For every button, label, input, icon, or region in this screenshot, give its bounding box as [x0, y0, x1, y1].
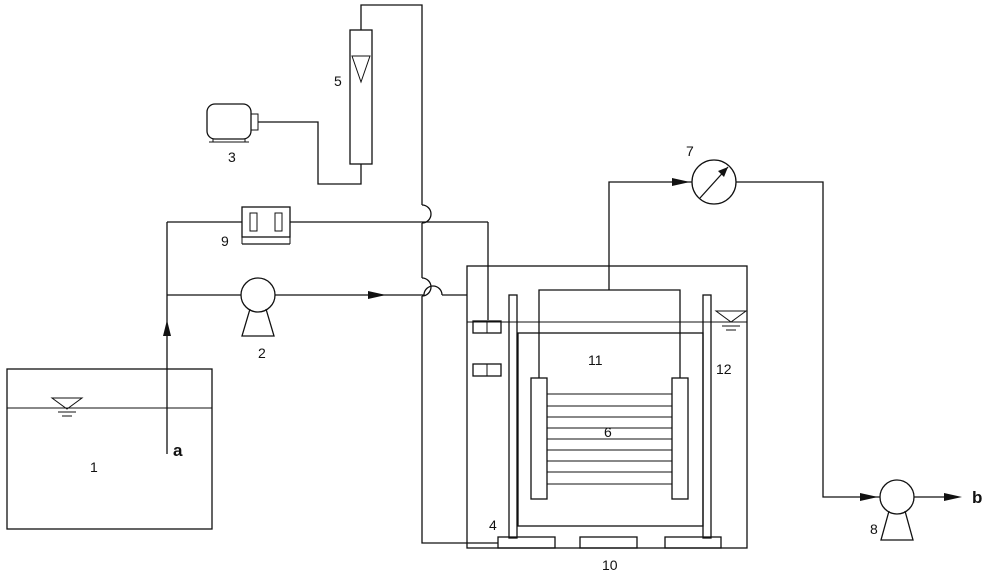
reactor-tank [466, 265, 748, 549]
label-10: 10 [602, 557, 618, 573]
label-11: 11 [588, 352, 603, 368]
water-level-symbol-tank [50, 397, 84, 417]
label-8: 8 [870, 521, 878, 537]
feed-tank [6, 368, 213, 530]
air-flowmeter [349, 29, 373, 165]
air-line [258, 4, 498, 544]
label-1: 1 [90, 459, 98, 475]
feed-line [275, 285, 467, 299]
pressure-gauge [691, 159, 737, 205]
feed-pump [240, 277, 276, 337]
air-blower [206, 103, 259, 143]
permeate-line [608, 178, 962, 501]
label-outlet: b [972, 488, 982, 507]
label-inlet: a [173, 441, 183, 460]
label-2: 2 [258, 345, 266, 361]
device-9 [241, 206, 291, 245]
label-5: 5 [334, 73, 342, 89]
suction-pump [879, 479, 915, 541]
label-9: 9 [221, 233, 229, 249]
label-6: 6 [604, 424, 612, 440]
label-4: 4 [489, 517, 497, 533]
label-3: 3 [228, 149, 236, 165]
label-12: 12 [716, 361, 732, 377]
water-level-symbol-reactor [714, 310, 748, 331]
inlet-pipe [163, 221, 489, 454]
label-7: 7 [686, 143, 694, 159]
